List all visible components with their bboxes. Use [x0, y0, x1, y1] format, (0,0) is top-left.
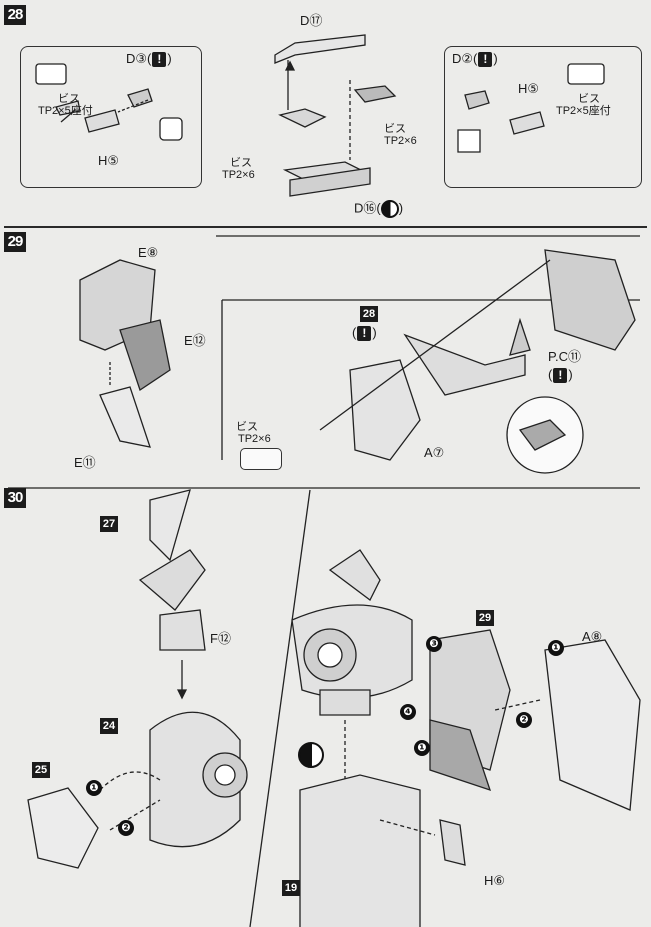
step-number: 29 [4, 232, 26, 252]
warning-icon: ! [478, 52, 493, 68]
step-bubble-3: ❸ [426, 636, 442, 652]
ref-step-24: 24 [100, 718, 118, 734]
left-subassembly-box [20, 46, 202, 188]
ref-step-27: 27 [100, 516, 118, 532]
warning-icon: ! [553, 368, 568, 384]
part-label-e8: E⑧ [138, 245, 159, 260]
step-number: 30 [4, 488, 26, 508]
ref-step-29: 29 [476, 610, 494, 626]
part-label-d17: D⑰ [300, 13, 323, 28]
part-label-h5-right: H⑤ [518, 81, 540, 96]
half-circle-icon [380, 200, 399, 218]
screw-spec-right: TP2×5座付 [556, 105, 611, 117]
screw-spec-29: TP2×6 [238, 433, 271, 445]
ref-step-19: 19 [282, 880, 300, 896]
part-label-d2: D②(!) [452, 51, 498, 68]
step-bubble-4: ❹ [400, 704, 416, 720]
screw-spec-left: TP2×5座付 [38, 105, 93, 117]
step-bubble-1b: ❶ [414, 740, 430, 756]
screw-jp-center-b: ビス [230, 157, 252, 169]
screw-icon-box [240, 448, 282, 470]
screw-spec-center-a: TP2×6 [384, 135, 417, 147]
part-label-a7: A⑦ [424, 445, 445, 460]
part-label-a8: A⑧ [582, 629, 603, 644]
step-28: 28 [4, 2, 647, 224]
right-subassembly-box [444, 46, 642, 188]
step-number: 28 [4, 5, 26, 25]
screw-jp-center-a: ビス [384, 123, 406, 135]
warning-29-right: (!) [548, 367, 573, 384]
step-bubble-1: ❶ [86, 780, 102, 796]
step-bubble-2b: ❷ [516, 712, 532, 728]
step-bubble-2: ❷ [118, 820, 134, 836]
part-label-pc: P.C⑪ [548, 349, 581, 364]
part-label-h6: H⑥ [484, 873, 506, 888]
screw-jp-right: ビス [578, 93, 600, 105]
part-label-h5-left: H⑤ [98, 153, 120, 168]
part-label-e12: E⑫ [184, 333, 206, 348]
screw-jp-left: ビス [58, 93, 80, 105]
part-label-e11: E⑪ [74, 455, 96, 470]
step-29: 29 [4, 226, 647, 486]
ref-step-28: 28 [360, 306, 378, 322]
part-label-f12: F⑫ [210, 631, 231, 646]
warning-icon: ! [357, 326, 372, 342]
half-circle-icon [298, 742, 324, 768]
warning-icon: ! [152, 52, 167, 68]
ref-step-25: 25 [32, 762, 50, 778]
step-bubble-1c: ❶ [548, 640, 564, 656]
step-30: 30 [4, 486, 647, 924]
warning-29-left: (!) [352, 325, 377, 342]
part-label-d16: D⑯() [354, 200, 403, 218]
screw-spec-center-b: TP2×6 [222, 169, 255, 181]
screw-jp-29: ビス [236, 421, 258, 433]
part-label-d3: D③(!) [126, 51, 172, 68]
